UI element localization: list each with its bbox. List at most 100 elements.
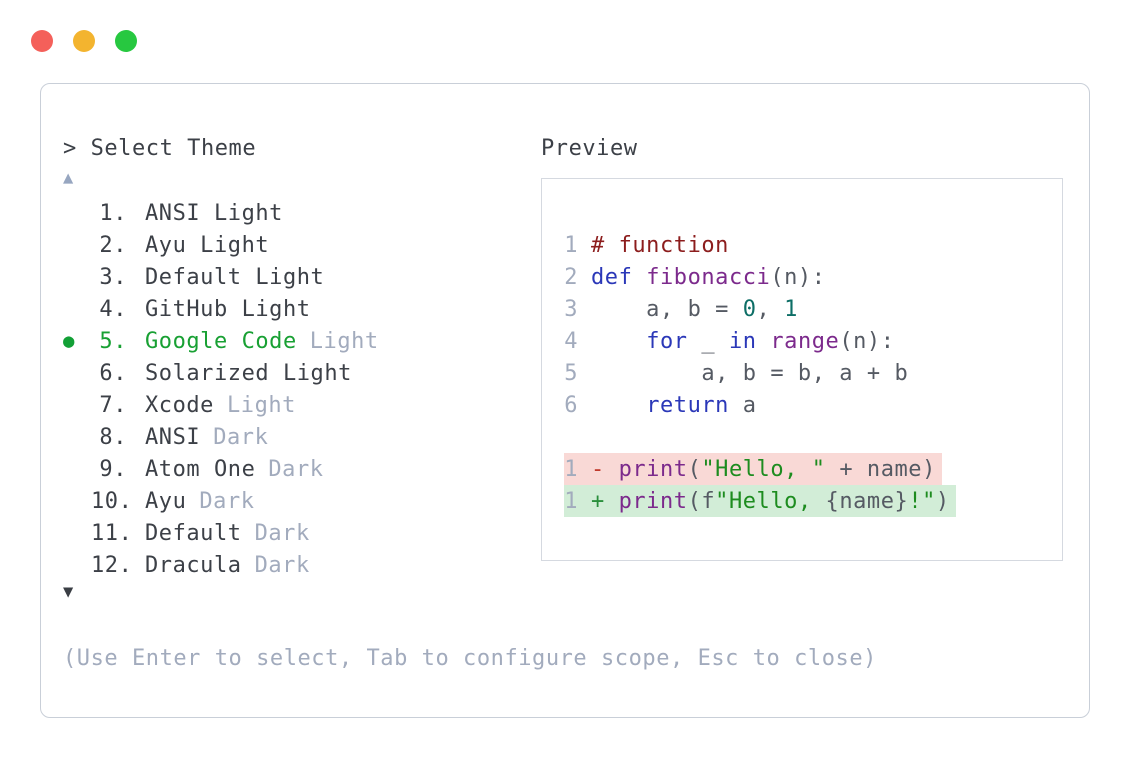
code-token: print <box>618 456 688 482</box>
line-number: 1 <box>564 456 578 482</box>
code-token: print <box>618 488 688 514</box>
theme-option-default-light[interactable]: 3. Default Light <box>63 261 379 293</box>
code-token: + <box>591 488 605 514</box>
theme-option-label: Ayu <box>145 488 187 514</box>
code-token: a <box>728 392 757 418</box>
code-token: (f <box>687 488 716 514</box>
select-theme-prompt: > Select Theme <box>63 136 257 161</box>
theme-option-number: 4. <box>99 296 127 322</box>
code-token: for <box>646 328 688 354</box>
theme-option-ansi-light[interactable]: 1. ANSI Light <box>63 197 379 229</box>
theme-option-github-light[interactable]: 4. GitHub Light <box>63 293 379 325</box>
code-token: {name} <box>825 488 909 514</box>
theme-selector-panel: > Select Theme Preview ▲ 1. ANSI Light 2. A… <box>40 83 1090 718</box>
code-token: range <box>770 328 840 354</box>
code-line: 1 # function <box>564 229 729 261</box>
code-token: fibonacci <box>646 264 771 290</box>
theme-option-variant: Dark <box>254 552 310 578</box>
preview-title: Preview <box>541 136 638 161</box>
theme-option-number: 7. <box>99 392 127 418</box>
scroll-up-icon[interactable]: ▲ <box>63 168 74 188</box>
theme-option-variant: Dark <box>254 520 310 546</box>
code-token <box>591 393 646 418</box>
code-token <box>605 489 619 514</box>
code-token: def <box>591 264 633 290</box>
theme-option-number: 10. <box>91 488 133 514</box>
line-number: 1 <box>564 232 578 258</box>
line-number: 4 <box>564 328 578 354</box>
code-line <box>564 421 591 453</box>
theme-option-number: 3. <box>99 264 127 290</box>
code-token <box>591 329 646 354</box>
code-token <box>605 457 619 482</box>
line-number: 3 <box>564 296 578 322</box>
code-token: 0 <box>742 296 757 322</box>
help-text: (Use Enter to select, Tab to configure s… <box>63 646 877 671</box>
theme-option-label: GitHub Light <box>145 296 311 322</box>
code-token: !" <box>908 488 936 514</box>
theme-option-ayu-light[interactable]: 2. Ayu Light <box>63 229 379 261</box>
theme-option-number: 5. <box>99 328 127 354</box>
code-token <box>632 265 646 290</box>
theme-option-number: 2. <box>99 232 127 258</box>
theme-option-variant: Dark <box>213 424 269 450</box>
code-token: ) <box>935 488 950 514</box>
theme-option-label: Google Code <box>145 328 297 354</box>
theme-option-label: Atom One <box>145 456 256 482</box>
code-token: ( <box>687 456 702 482</box>
theme-option-solarized-light[interactable]: 6. Solarized Light <box>63 357 379 389</box>
code-token: "Hello, <box>715 488 826 514</box>
theme-option-number: 9. <box>99 456 127 482</box>
theme-option-number: 6. <box>99 360 127 386</box>
theme-option-label: Solarized Light <box>145 360 352 386</box>
code-line: 5 a, b = b, a + b <box>564 357 908 389</box>
code-line: 3 a, b = 0, 1 <box>564 293 798 325</box>
theme-option-number: 1. <box>99 200 127 226</box>
theme-option-ayu[interactable]: 10. Ayu Dark <box>63 485 379 517</box>
line-number: 6 <box>564 392 578 418</box>
code-token: , <box>756 296 785 322</box>
theme-option-atom-one[interactable]: 9. Atom One Dark <box>63 453 379 485</box>
theme-option-label: Dracula <box>145 552 242 578</box>
theme-option-label: Ayu Light <box>145 232 270 258</box>
selected-bullet-icon: ● <box>63 330 75 352</box>
code-token: 1 <box>784 296 798 322</box>
code-token: return <box>646 392 729 418</box>
diff-removed-line: 1- print("Hello, " + name) <box>564 453 942 485</box>
scroll-down-icon[interactable]: ▼ <box>63 582 74 602</box>
theme-option-dracula[interactable]: 12. Dracula Dark <box>63 549 379 581</box>
close-window-button[interactable] <box>31 30 53 52</box>
theme-list: 1. ANSI Light 2. Ayu Light 3. Default Light 4.… <box>63 197 379 581</box>
theme-option-ansi[interactable]: 8. ANSI Dark <box>63 421 379 453</box>
theme-option-variant: Light <box>226 392 296 418</box>
window-controls <box>31 30 137 52</box>
theme-option-label: ANSI <box>145 424 201 450</box>
code-line: 4 for _ in range(n): <box>564 325 895 357</box>
theme-option-variant: Dark <box>268 456 324 482</box>
minimize-window-button[interactable] <box>73 30 95 52</box>
code-token: (n): <box>839 328 895 354</box>
code-token <box>757 329 771 354</box>
code-token: (n): <box>770 264 826 290</box>
theme-option-number: 12. <box>91 552 133 578</box>
line-number: 1 <box>564 488 578 514</box>
maximize-window-button[interactable] <box>115 30 137 52</box>
code-token: "Hello, " <box>701 456 826 482</box>
theme-option-label: Default Light <box>145 264 325 290</box>
theme-option-label: Default <box>145 520 242 546</box>
code-token: # function <box>591 232 729 258</box>
diff-added-line: 1 + print(f"Hello, {name}!") <box>564 485 956 517</box>
theme-option-variant: Dark <box>199 488 255 514</box>
code-token: + name) <box>825 456 936 482</box>
code-line: 6 return a <box>564 389 757 421</box>
theme-option-number: 8. <box>99 424 127 450</box>
theme-option-label: ANSI Light <box>145 200 283 226</box>
code-token: - <box>591 456 605 482</box>
